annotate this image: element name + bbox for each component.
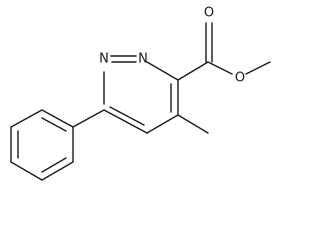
methyl-4-methyl-6-phenylpyridazine-3-carboxylate-structure: N N O O bbox=[10, 6, 271, 181]
bond-c4-c5 bbox=[146, 114, 179, 134]
bond-c3-carbonyl-c bbox=[177, 61, 209, 81]
bond-o-methyl bbox=[245, 61, 271, 75]
phenyl-bond-2 bbox=[10, 109, 43, 128]
atom-n1-label: N bbox=[99, 52, 109, 67]
bond-c5-c6 bbox=[103, 109, 148, 134]
phenyl-bond-4 bbox=[10, 161, 43, 181]
bond-c6-phenyl bbox=[72, 109, 105, 128]
phenyl-bond-1 bbox=[41, 109, 74, 128]
bond-c4-methyl bbox=[177, 114, 209, 134]
atom-o-carbonyl-label: O bbox=[204, 6, 214, 21]
atom-n2-label: N bbox=[138, 52, 148, 67]
bond-n2-c3 bbox=[146, 61, 179, 81]
atom-o-ester-label: O bbox=[235, 71, 245, 86]
phenyl-bond-5 bbox=[41, 161, 74, 181]
phenyl-double-3 bbox=[41, 157, 67, 173]
bond-carbonyl-c-o-ester bbox=[207, 61, 233, 75]
phenyl-double-1 bbox=[41, 117, 67, 132]
bond-c5-c6-double bbox=[109, 106, 145, 126]
